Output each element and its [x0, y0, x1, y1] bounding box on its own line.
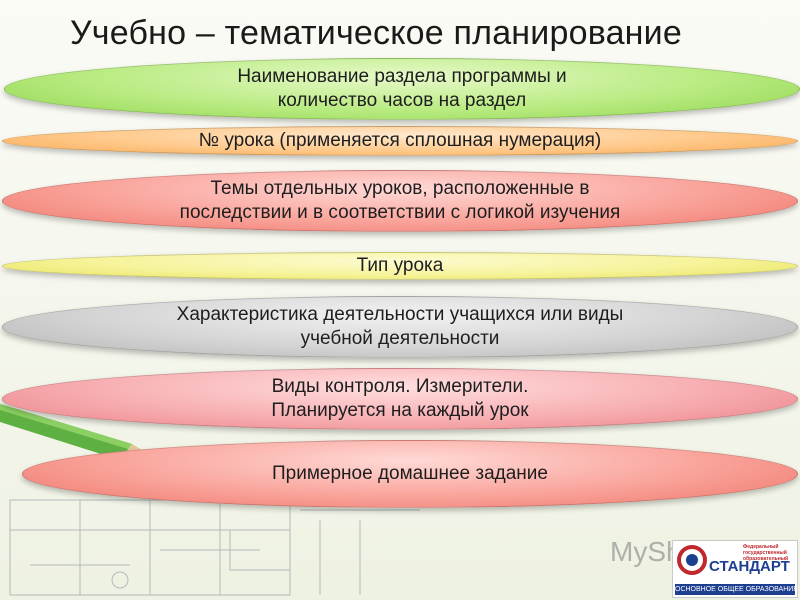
pencil-blueprint-decoration	[0, 404, 420, 596]
list-item: Характеристика деятельности учащихся или…	[2, 296, 798, 358]
list-item: Наименование раздела программы и количес…	[4, 58, 800, 120]
list-item: Виды контроля. Измерители. Планируется н…	[2, 368, 798, 430]
list-item: Темы отдельных уроков, расположенные в п…	[2, 170, 798, 232]
list-item: Примерное домашнее задание	[22, 440, 798, 508]
standard-logo: Федеральный государственный образователь…	[672, 540, 798, 598]
item-text-line: Планируется на каждый урок	[271, 400, 529, 421]
item-text-line: учебной деятельности	[300, 328, 500, 349]
item-text-line: Виды контроля. Измерители.	[271, 376, 529, 397]
logo-caption: Федеральный государственный образователь…	[743, 544, 789, 562]
item-text-line: Темы отдельных уроков, расположенные в	[210, 178, 590, 199]
logo-emblem-icon	[677, 545, 707, 575]
logo-footer: ОСНОВНОЕ ОБЩЕЕ ОБРАЗОВАНИЕ	[675, 584, 798, 595]
item-text-line: № урока (применяется сплошная нумерация)	[198, 130, 602, 151]
item-text-line: Наименование раздела программы и	[237, 66, 567, 87]
item-text-line: количество часов на раздел	[277, 90, 527, 111]
list-item: № урока (применяется сплошная нумерация)	[2, 126, 798, 156]
list-item: Тип урока	[2, 252, 798, 280]
item-text-line: Тип урока	[356, 255, 444, 276]
item-text-line: Характеристика деятельности учащихся или…	[176, 304, 624, 325]
logo-brand: СТАНДАРТ	[709, 558, 790, 575]
page-title: Учебно – тематическое планирование	[70, 14, 682, 52]
item-text-line: Примерное домашнее задание	[272, 463, 548, 484]
item-text-line: последствии и в соответствии с логикой и…	[179, 202, 621, 223]
